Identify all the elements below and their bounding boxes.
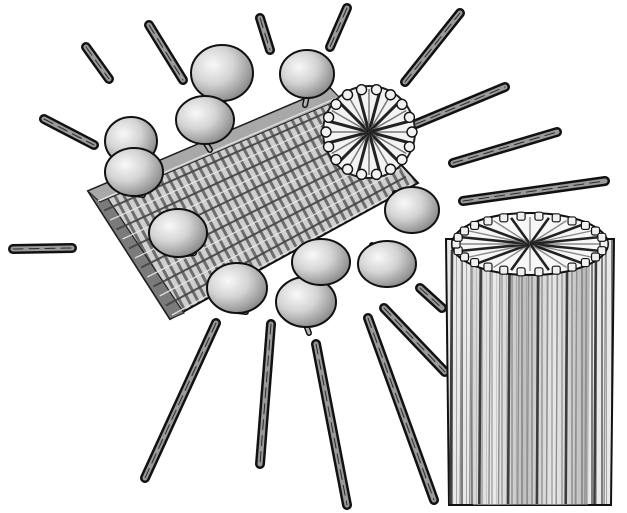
released-rod [145,323,216,478]
end-face-node [324,112,334,122]
end-face-node [386,164,396,174]
end-face-node [343,164,353,174]
end-face-node [386,90,396,100]
lipid-sphere [105,148,163,196]
released-rod [416,87,505,124]
top-face-node [552,266,560,274]
standing-fiber-line [479,250,481,504]
end-face-node [371,169,381,179]
end-face-node [331,99,341,109]
lying-bundle-end-face [321,85,417,180]
top-face-node [500,266,508,274]
top-face-node [568,263,576,271]
released-rod [384,308,445,372]
released-rod [260,18,270,50]
standing-fiber-line [566,250,568,504]
top-face-node [517,212,525,220]
end-face-node [321,127,331,137]
end-face-node [404,142,414,152]
released-rod [44,119,94,145]
standing-fiber-line [508,250,510,504]
top-face-node [592,253,600,261]
released-rod [260,324,271,464]
top-face-node [598,233,606,241]
end-face-node [397,155,407,165]
end-face-node [331,155,341,165]
end-face-node [357,85,367,95]
top-face-node [471,221,479,229]
end-face-node [324,142,334,152]
lipid-sphere [149,209,207,257]
top-face-node [581,259,589,267]
released-rod [420,288,442,308]
lipid-sphere [292,239,350,285]
end-face-node [357,169,367,179]
end-face-rays [321,85,417,180]
released-rod [86,47,109,79]
top-face-node [552,214,560,222]
released-rod [453,132,557,163]
top-face-node [484,263,492,271]
standing-bundle-front-shadow [470,248,590,505]
end-face-node [407,127,417,137]
top-face-node [460,227,468,235]
top-face-node [484,217,492,225]
end-face-node [404,112,414,122]
standing-fiber-bundle [446,212,614,505]
top-face-node [500,214,508,222]
standing-bundle-top-face [452,212,608,276]
released-rod [316,344,347,505]
top-face-rays [452,212,608,276]
released-rod [149,25,183,80]
end-face-node [371,85,381,95]
lipid-sphere [358,241,416,287]
standing-fiber-line [537,250,539,504]
lipid-sphere [385,187,439,233]
top-face-node [568,217,576,225]
lipid-sphere [207,263,267,313]
released-rod [405,13,460,82]
top-face-node [535,268,543,276]
released-rod [13,248,72,249]
top-face-node [535,212,543,220]
top-face-node [581,221,589,229]
released-rod [330,8,347,47]
standing-fiber-line [595,250,597,504]
top-face-node [517,268,525,276]
end-face-node [343,90,353,100]
top-face-node [471,259,479,267]
end-face-node [397,99,407,109]
released-rod [463,181,605,201]
standing-fiber-line [451,250,453,504]
